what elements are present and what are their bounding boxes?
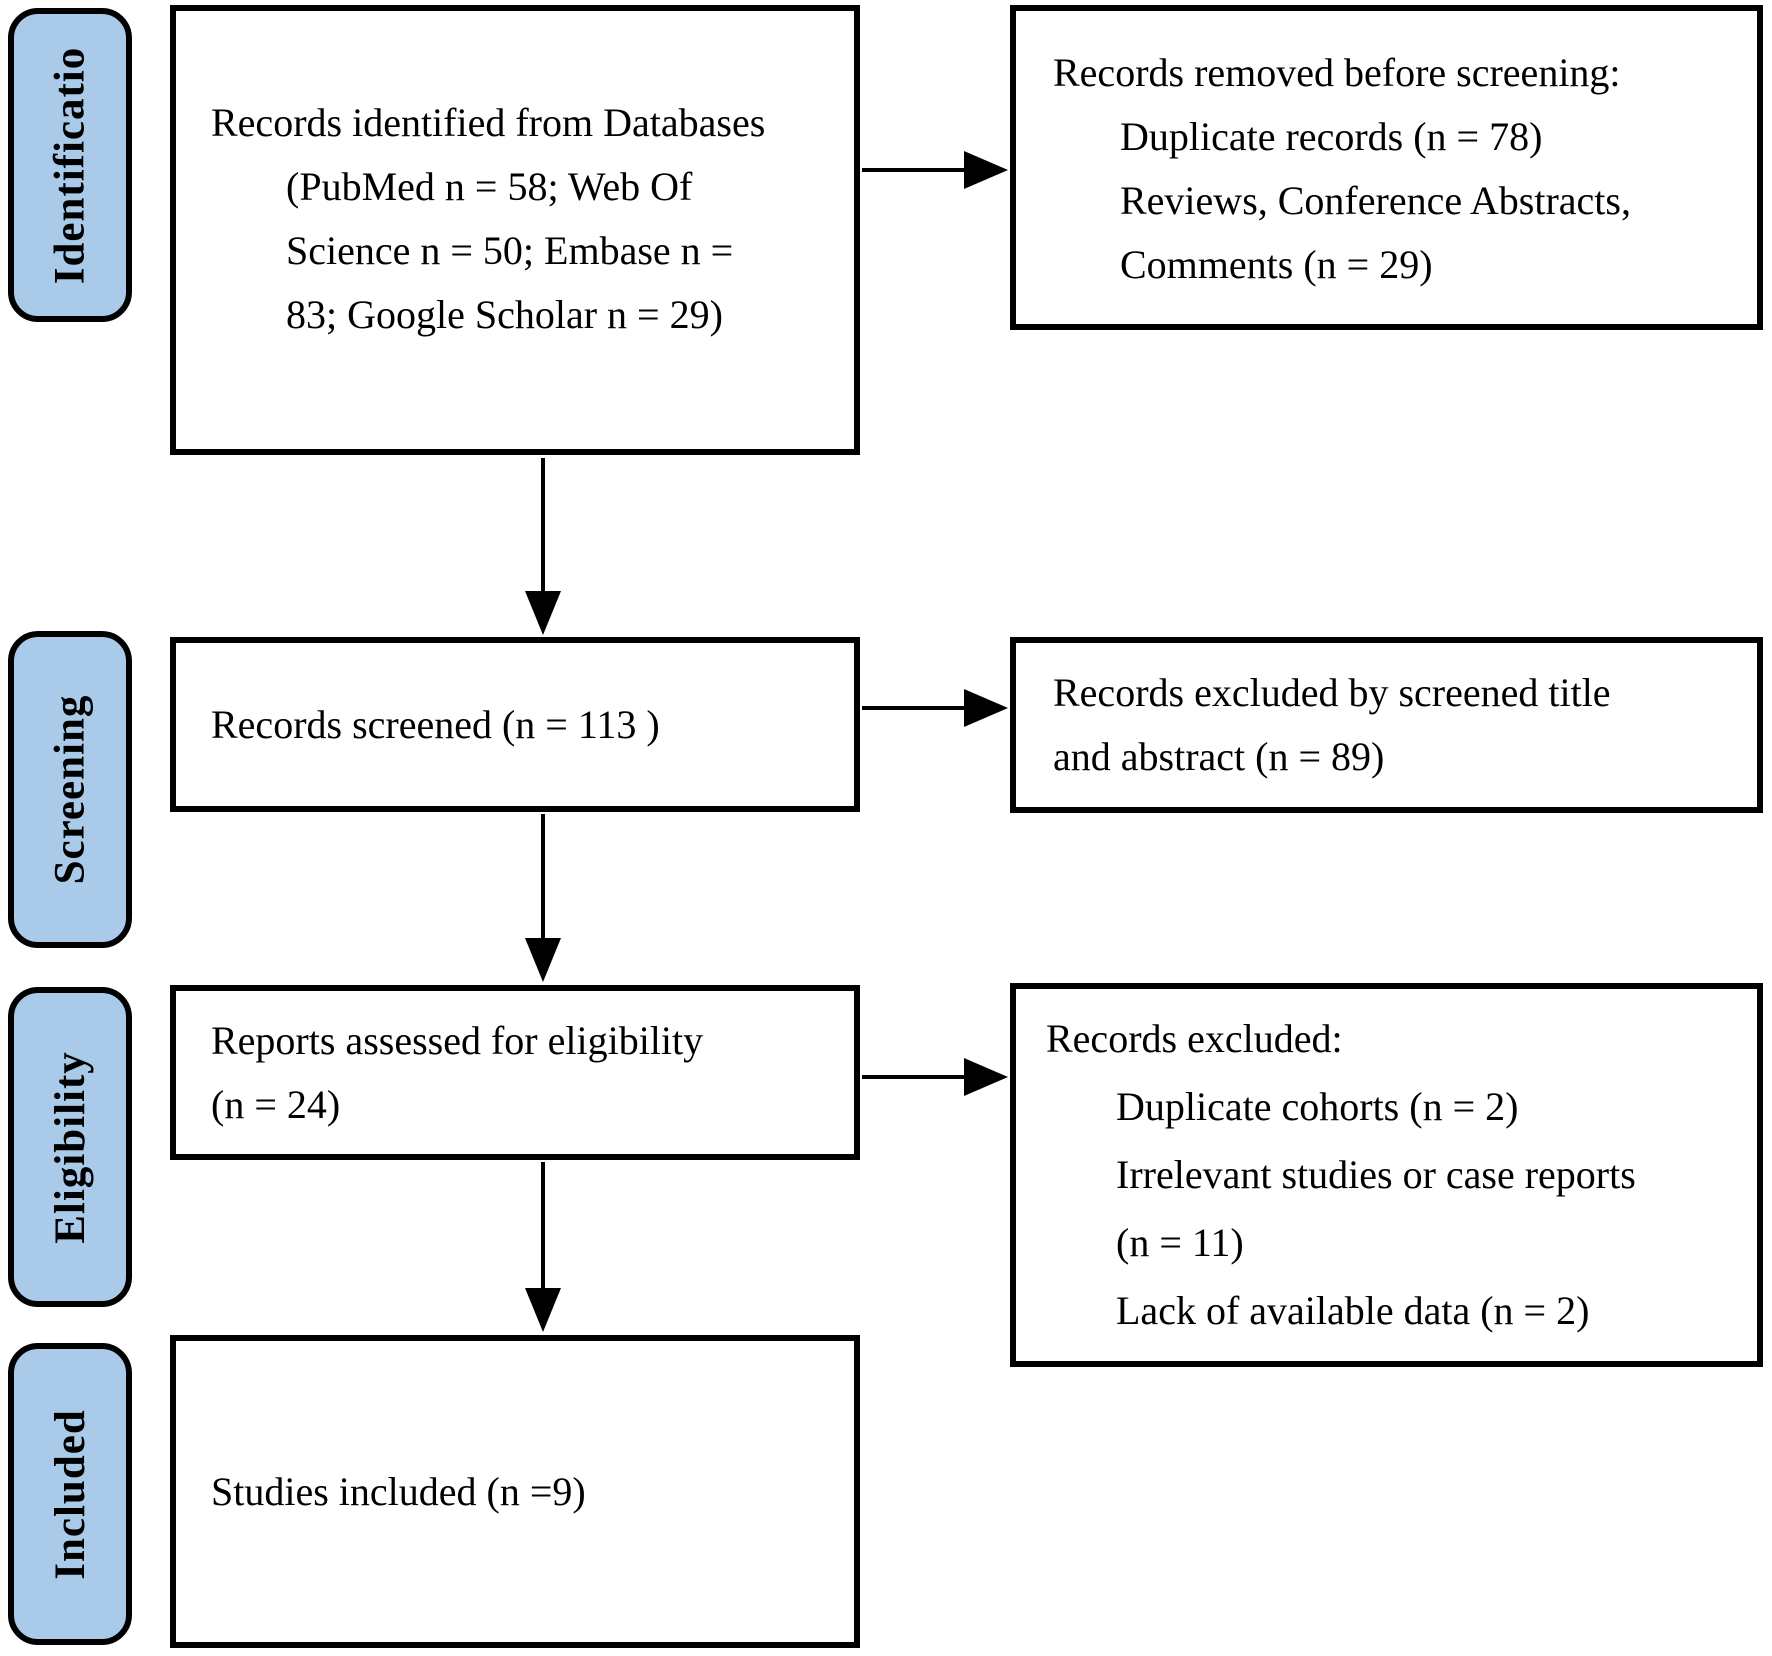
box-line: (n = 24) (211, 1081, 341, 1127)
box-records-excluded-title-abstract: Records excluded by screened title and a… (1010, 637, 1763, 813)
box-line: Comments (n = 29) (1120, 242, 1433, 287)
stage-label-screening-text: Screening (46, 694, 94, 885)
arrow-right-icon (964, 689, 1008, 727)
stage-label-identification-text: Identificatio (46, 46, 94, 284)
box-records-screened: Records screened (n = 113 ) (170, 637, 860, 812)
box-line: Duplicate records (n = 78) (1120, 114, 1543, 159)
arrow-identification-to-removed-line (862, 168, 968, 172)
box-records-removed-before-screening: Records removed before screening: Duplic… (1010, 5, 1763, 330)
box-line: Studies included (n =9) (211, 1468, 586, 1514)
stage-label-screening: Screening (8, 631, 132, 948)
box-line: Duplicate cohorts (n = 2) (1116, 1084, 1519, 1129)
box-line: Reports assessed for eligibility (211, 1017, 704, 1063)
box-line: Records screened (n = 113 ) (211, 701, 660, 747)
arrow-assessed-to-included-line (541, 1162, 545, 1292)
box-reports-assessed: Reports assessed for eligibility (n = 24… (170, 985, 860, 1160)
box-line: Irrelevant studies or case reports (1116, 1152, 1636, 1197)
stage-label-included: Included (8, 1343, 132, 1645)
arrow-screened-to-excluded-line (862, 706, 968, 710)
box-records-identified: Records identified from Databases (PubMe… (170, 5, 860, 455)
box-line: 83; Google Scholar n = 29) (286, 292, 723, 337)
box-records-excluded-eligibility: Records excluded: Duplicate cohorts (n =… (1010, 983, 1763, 1367)
arrow-right-icon (964, 1058, 1008, 1096)
box-line: Records excluded by screened title (1053, 670, 1611, 715)
box-line: Science n = 50; Embase n = (286, 228, 734, 273)
box-line: Records removed before screening: (1053, 50, 1621, 95)
box-line: Records excluded: (1046, 1016, 1343, 1061)
box-line: Records identified from Databases (211, 100, 766, 145)
arrow-down-icon (525, 591, 561, 635)
stage-label-eligibility: Eligibility (8, 987, 132, 1307)
stage-label-included-text: Included (46, 1408, 94, 1580)
arrow-assessed-to-excluded-line (862, 1075, 968, 1079)
arrow-down-icon (525, 1288, 561, 1332)
arrow-screened-to-assessed-line (541, 814, 545, 942)
box-line: Lack of available data (n = 2) (1116, 1288, 1590, 1333)
box-studies-included: Studies included (n =9) (170, 1335, 860, 1648)
stage-label-identification: Identificatio (8, 8, 132, 322)
arrow-identification-to-screened-line (541, 458, 545, 595)
box-line: and abstract (n = 89) (1053, 734, 1385, 779)
stage-label-eligibility-text: Eligibility (46, 1050, 94, 1244)
arrow-right-icon (964, 151, 1008, 189)
box-line: Reviews, Conference Abstracts, (1120, 178, 1631, 223)
box-line: (n = 11) (1116, 1220, 1244, 1265)
arrow-down-icon (525, 938, 561, 982)
box-line: (PubMed n = 58; Web Of (286, 164, 693, 209)
